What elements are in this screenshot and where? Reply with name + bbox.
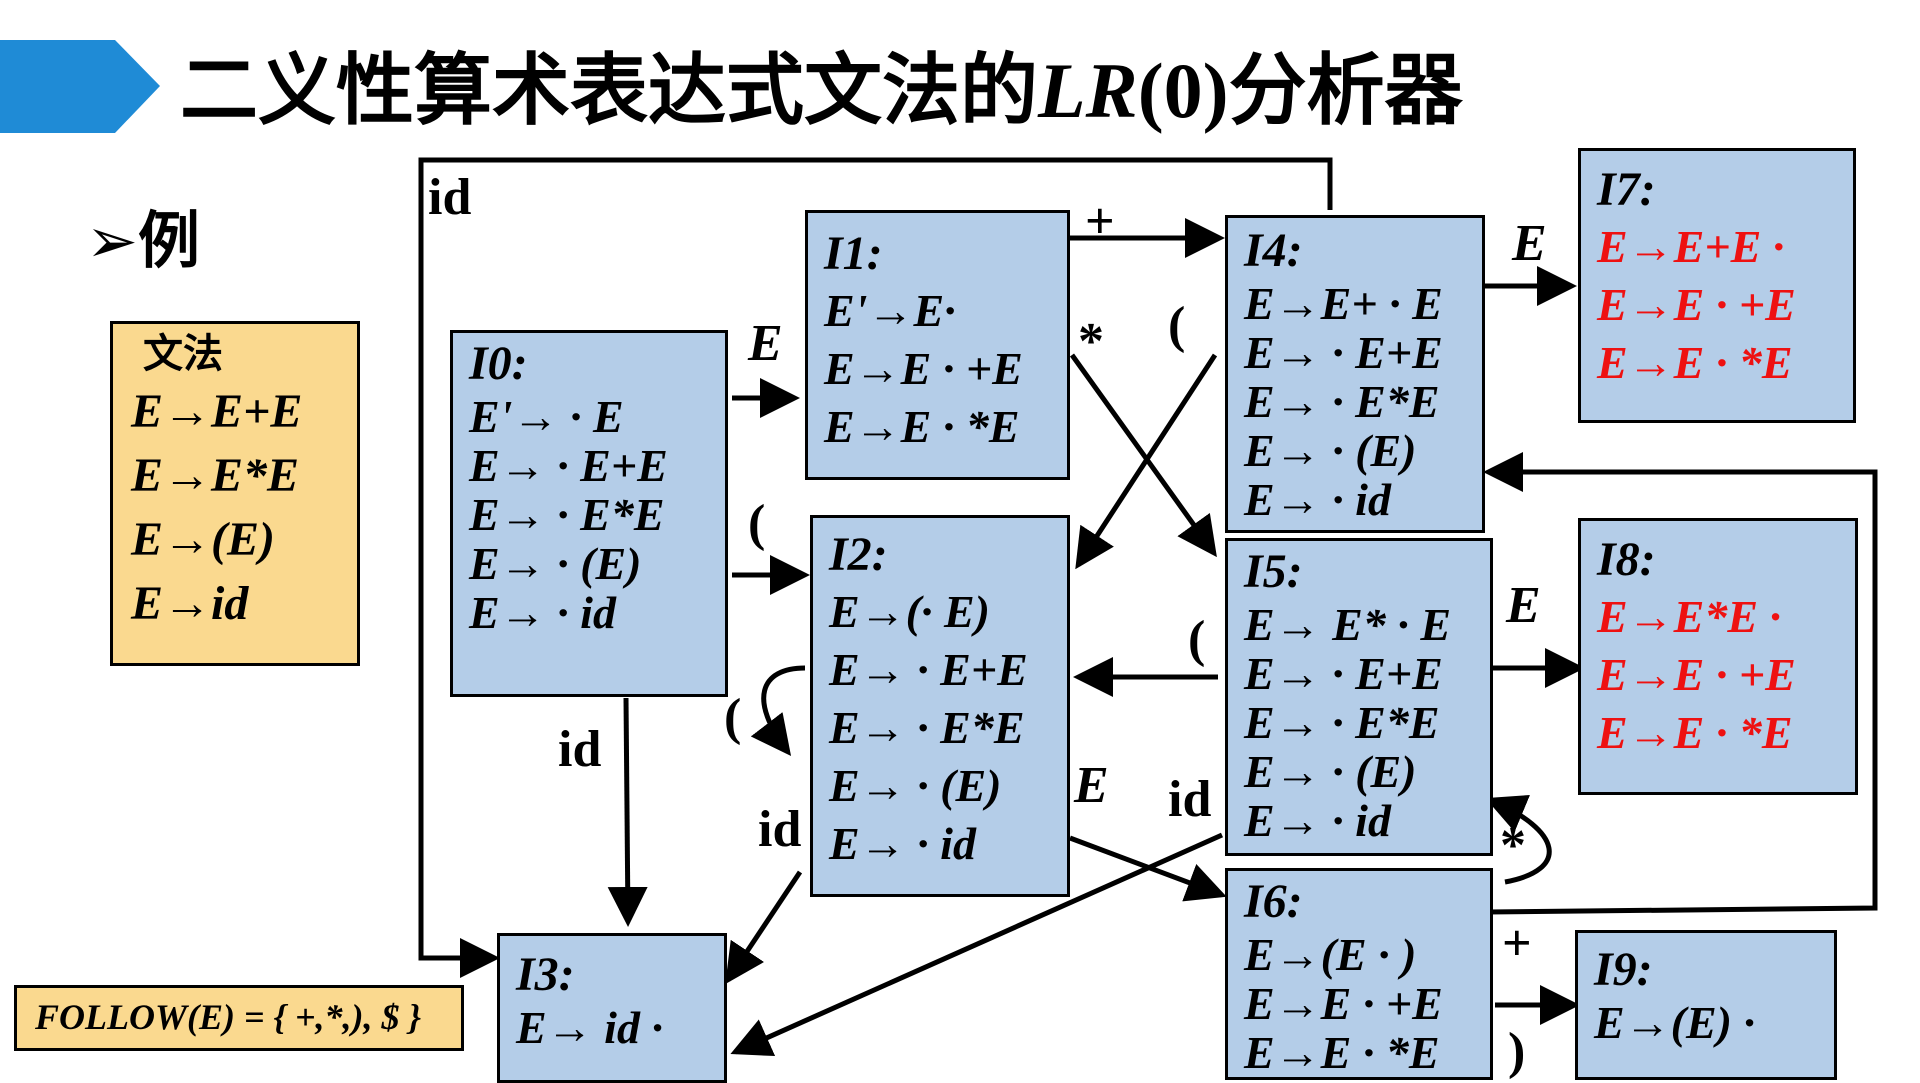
lr-item: E→ · E+E: [829, 644, 1028, 695]
state-I6: I6: E→(E · ) E→E · +E E→E · *E: [1225, 868, 1493, 1080]
state-I0: I0: E'→ · E E→ · E+E E→ · E*E E→ · (E) E…: [450, 330, 728, 697]
state-name: I8:: [1597, 533, 1656, 586]
edge-2-3: [725, 870, 803, 985]
lr-item: E→ · (E): [1244, 425, 1417, 476]
edge-2-2: [750, 665, 806, 756]
edge-5-3: [730, 832, 1224, 1057]
edge-label: +: [1085, 193, 1115, 250]
edge-label: id: [428, 169, 472, 226]
edge-label: (: [1168, 297, 1186, 354]
edge-1-5: [1069, 353, 1217, 558]
lr-item: E→ · id: [469, 587, 616, 638]
grammar-rule: E→(E): [131, 513, 275, 566]
edge-label: E: [748, 315, 783, 372]
state-name: I3:: [516, 948, 575, 1001]
lr-item: E→E · +E: [1597, 279, 1796, 330]
slide-title: 二义性算术表达式文法的LR(0)分析器: [180, 46, 1463, 136]
state-name: I2:: [829, 528, 888, 581]
edge-label: E: [1074, 757, 1109, 814]
lr-item: E→(E · ): [1244, 929, 1417, 980]
state-name: I7:: [1597, 163, 1656, 216]
edge-label: E: [1512, 215, 1547, 272]
state-I5: I5: E→ E* · E E→ · E+E E→ · E*E E→ · (E)…: [1225, 538, 1493, 856]
edge-6-5: [1485, 795, 1552, 885]
grammar-rule: E→id: [131, 577, 249, 630]
lr-item: E→ · id: [829, 818, 976, 869]
example-label: ➢例: [86, 204, 200, 277]
lr-item: E→ · E*E: [1244, 376, 1440, 427]
edge-6-4: [1483, 452, 1878, 915]
edge-label: id: [1168, 771, 1212, 828]
edge-label: ): [1508, 1023, 1526, 1080]
edge-label: (: [724, 689, 742, 746]
lr-item: E→ · E+E: [1244, 648, 1443, 699]
lr-item: E→ · id: [1244, 474, 1391, 525]
edge-label: id: [758, 801, 802, 858]
lr-item: E→ E* · E: [1244, 599, 1452, 650]
lr-item: E→ · (E): [1244, 746, 1417, 797]
lr-item: E'→ · E: [469, 391, 624, 442]
lr-item: E→E+ · E: [1244, 278, 1443, 329]
grammar-box: 文法 E→E+E E→E*E E→(E) E→id: [110, 321, 360, 666]
state-name: I0:: [469, 337, 528, 390]
lr-item: E→ · E+E: [1244, 327, 1443, 378]
lr-item: E→E+E ·: [1597, 221, 1785, 272]
lr-item: E→E · +E: [1597, 649, 1796, 700]
state-I3: I3: E→ id ·: [497, 933, 727, 1083]
lr-item: E→(· E): [829, 586, 990, 637]
lr-item: E→ · (E): [829, 760, 1002, 811]
edge-4-3-loop: [418, 157, 1333, 978]
state-I2: I2: E→(· E) E→ · E+E E→ · E*E E→ · (E) E…: [810, 515, 1070, 897]
lr-item: E→E · *E: [824, 401, 1020, 452]
edge-label: (: [1188, 611, 1206, 668]
edge-2-6: [1069, 835, 1227, 902]
lr-item: E→ · E*E: [469, 489, 665, 540]
state-I9: I9: E→(E) ·: [1575, 930, 1837, 1080]
state-name: I6:: [1244, 875, 1303, 928]
edge-label: *: [1078, 313, 1104, 370]
lr-item: E→E · +E: [1244, 978, 1443, 1029]
state-I8: I8: E→E*E · E→E · +E E→E · *E: [1578, 518, 1858, 795]
lr-item: E→E · *E: [1597, 337, 1793, 388]
grammar-rule: E→E*E: [131, 449, 300, 502]
edge-0-3: [607, 697, 648, 927]
lr-item: E→E · *E: [1597, 707, 1793, 758]
lr-item: E'→E·: [824, 285, 956, 336]
state-name: I4:: [1244, 224, 1303, 277]
state-I1: I1: E'→E· E→E · +E E→E · *E: [805, 210, 1070, 480]
follow-set-box: FOLLOW(E) = { +,*,), $ }: [14, 985, 464, 1051]
state-I4: I4: E→E+ · E E→ · E+E E→ · E*E E→ · (E) …: [1225, 215, 1485, 533]
lr-item: E→E*E ·: [1597, 591, 1782, 642]
state-name: I1:: [824, 227, 883, 280]
lr-item: E→ · (E): [469, 538, 642, 589]
lr-item: E→E · +E: [824, 343, 1023, 394]
lr-item: E→ · E*E: [1244, 697, 1440, 748]
grammar-rule: E→E+E: [131, 385, 303, 438]
lr-item: E→ · id: [1244, 795, 1391, 846]
lr-item: E→E · *E: [1244, 1027, 1440, 1078]
grammar-title: 文法: [143, 331, 223, 377]
lr-item: E→ id ·: [516, 1002, 663, 1053]
lr-item: E→ · E*E: [829, 702, 1025, 753]
lr-item: E→ · E+E: [469, 440, 668, 491]
lr-item: E→(E) ·: [1594, 997, 1755, 1048]
edge-label: +: [1502, 915, 1532, 972]
edge-label: (: [748, 495, 766, 552]
edge-label: *: [1500, 817, 1526, 874]
state-I7: I7: E→E+E · E→E · +E E→E · *E: [1578, 148, 1856, 423]
edge-4-2: [1075, 353, 1218, 570]
state-name: I5:: [1244, 545, 1303, 598]
edge-label: id: [558, 721, 602, 778]
state-name: I9:: [1594, 943, 1653, 996]
edge-label: E: [1506, 577, 1541, 634]
